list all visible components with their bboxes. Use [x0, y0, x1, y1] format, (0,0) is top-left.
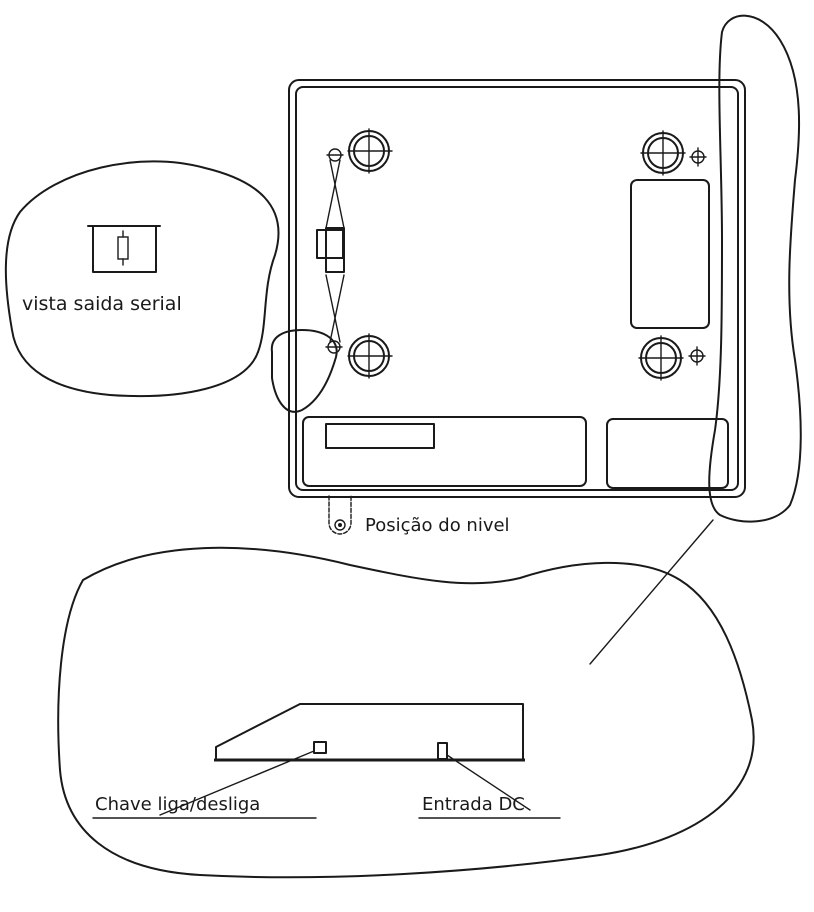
right-detail-outline — [708, 14, 802, 523]
dc-input-leader — [446, 754, 531, 811]
side-view-callout: Chave liga/desliga Entrada DC — [57, 546, 755, 879]
serial-view-bubble — [4, 160, 280, 398]
dc-input-part — [437, 742, 448, 760]
mounting-hole-bottom-right — [638, 335, 684, 381]
screw-hole-bottom-right — [688, 346, 706, 366]
serial-view-label: vista saida serial — [22, 293, 182, 315]
device-inner-frame — [295, 86, 739, 491]
connector-slot — [630, 179, 710, 329]
level-indicator — [328, 495, 352, 535]
serial-connector — [316, 227, 345, 273]
mounting-hole-top-left — [347, 128, 393, 174]
serial-connector-icon — [87, 225, 161, 273]
screw-hole-top-right — [689, 147, 707, 167]
device-side-profile — [214, 703, 525, 762]
mounting-hole-top-right — [640, 130, 686, 176]
power-switch-leader — [159, 750, 315, 816]
side-view-bubble — [57, 546, 755, 879]
dc-input-callout: Entrada DC — [418, 754, 561, 819]
label-plate — [325, 423, 435, 449]
serial-view-callout: vista saida serial — [4, 160, 280, 398]
mounting-hole-bottom-left — [347, 333, 393, 379]
left-overlap-bubble — [270, 329, 338, 413]
power-switch-callout: Chave liga/desliga — [92, 750, 317, 819]
cable-strap — [325, 159, 345, 343]
device-outer-frame — [288, 79, 746, 498]
power-switch-label: Chave liga/desliga — [95, 794, 260, 815]
device-back-view: Posição do nivel — [288, 79, 746, 536]
level-position-label: Posição do nivel — [365, 515, 510, 536]
bottom-panel-left — [302, 416, 587, 487]
screw-hole-top-left — [326, 148, 344, 162]
detail-leader-line — [589, 519, 714, 665]
bottom-panel-right — [606, 418, 729, 489]
power-switch-part — [313, 741, 327, 754]
dc-input-label: Entrada DC — [422, 794, 525, 815]
